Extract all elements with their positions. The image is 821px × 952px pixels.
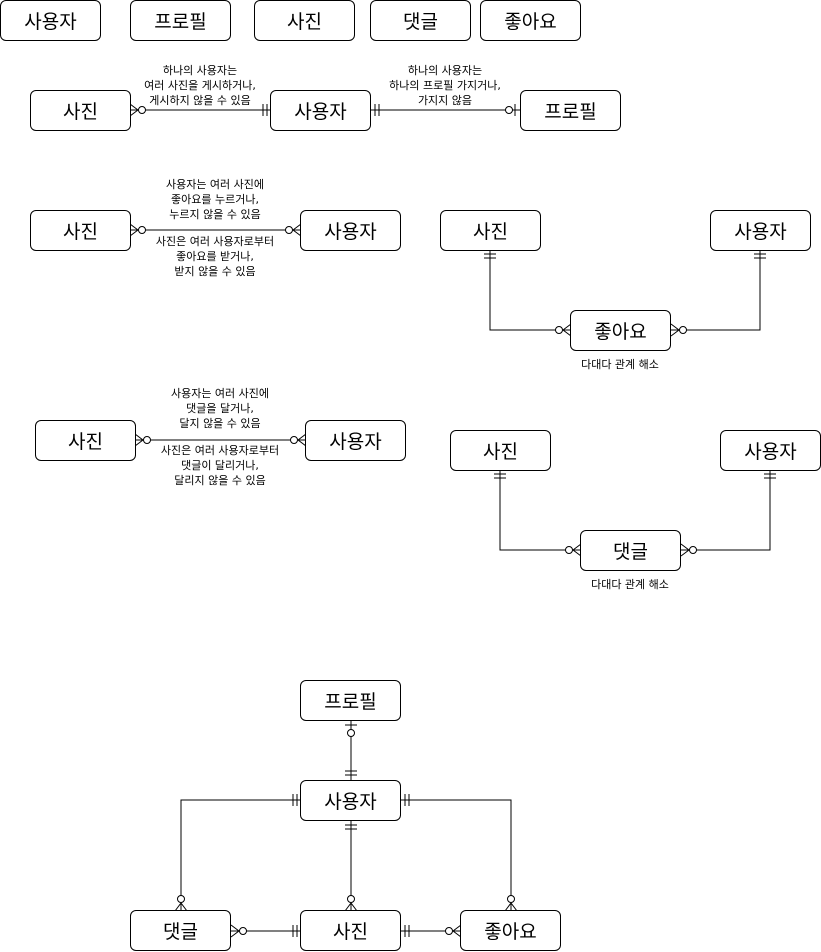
d3-caption: 다대다 관계 해소 [581, 358, 659, 371]
legend-profile-box[interactable]: 프로필 [130, 0, 231, 41]
d5-photo-entity[interactable]: 사진 [450, 430, 551, 471]
d1-profile-entity[interactable]: 프로필 [520, 90, 621, 131]
d2-user-entity[interactable]: 사용자 [300, 210, 401, 251]
d3-user-entity[interactable]: 사용자 [710, 210, 811, 251]
d5-comment-entity[interactable]: 댓글 [580, 530, 681, 571]
d5-user-entity[interactable]: 사용자 [720, 430, 821, 471]
d6-profile-entity[interactable]: 프로필 [300, 680, 401, 721]
d4-user-entity[interactable]: 사용자 [305, 420, 406, 461]
d2-top-note: 사용자는 여러 사진에 좋아요를 누르거나, 누르지 않을 수 있음 [165, 178, 265, 221]
d6-like-entity[interactable]: 좋아요 [460, 910, 561, 951]
legend-user-box[interactable]: 사용자 [0, 0, 101, 41]
d1-photo-entity[interactable]: 사진 [30, 90, 131, 131]
d6-comment-entity[interactable]: 댓글 [130, 910, 231, 951]
d6-user-entity[interactable]: 사용자 [300, 780, 401, 821]
d4-top-note: 사용자는 여러 사진에 댓글을 달거나, 달지 않을 수 있음 [170, 387, 270, 430]
legend-like-box[interactable]: 좋아요 [480, 0, 581, 41]
d3-photo-entity[interactable]: 사진 [440, 210, 541, 251]
d4-bottom-note: 사진은 여러 사용자로부터 댓글이 달리거나, 달리지 않을 수 있음 [160, 444, 280, 487]
d3-like-entity[interactable]: 좋아요 [570, 310, 671, 351]
legend-comment-box[interactable]: 댓글 [370, 0, 471, 41]
d2-bottom-note: 사진은 여러 사용자로부터 좋아요를 받거나, 받지 않을 수 있음 [155, 235, 275, 278]
d1-user-entity[interactable]: 사용자 [270, 90, 371, 131]
d6-photo-entity[interactable]: 사진 [300, 910, 401, 951]
d4-photo-entity[interactable]: 사진 [35, 420, 136, 461]
d1-user-profile-note: 하나의 사용자는 하나의 프로필 가지거나, 가지지 않음 [389, 64, 501, 107]
d2-photo-entity[interactable]: 사진 [30, 210, 131, 251]
legend-photo-box[interactable]: 사진 [254, 0, 355, 41]
d1-photo-user-note: 하나의 사용자는 여러 사진을 게시하거나, 게시하지 않을 수 있음 [144, 64, 256, 107]
d5-caption: 다대다 관계 해소 [591, 578, 669, 591]
